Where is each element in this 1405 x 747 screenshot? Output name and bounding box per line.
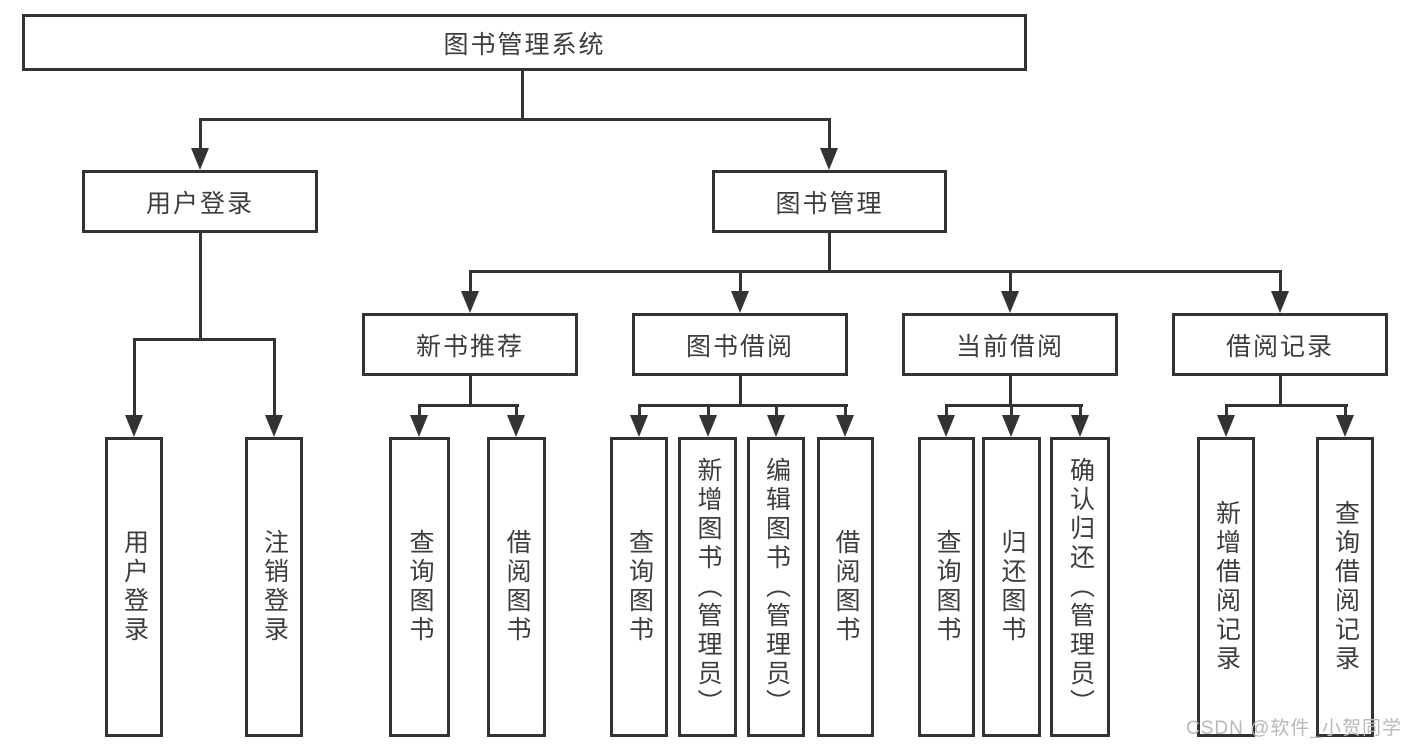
connector-line	[1225, 404, 1228, 418]
node-book-borrow: 图书借阅	[632, 313, 848, 376]
connector-line	[521, 70, 524, 120]
connector-line	[199, 233, 202, 341]
connector-line	[1225, 404, 1348, 407]
connector-line	[515, 404, 518, 418]
csdn-watermark: CSDN @软件_小贺同学	[1186, 718, 1402, 739]
connector-line	[469, 270, 472, 294]
connector-line	[1079, 404, 1082, 418]
connector-line	[1009, 270, 1012, 294]
arrowhead-down-icon	[507, 415, 525, 437]
connector-line	[828, 118, 831, 150]
connector-line	[418, 404, 519, 407]
connector-line	[739, 270, 742, 294]
connector-line	[638, 404, 848, 407]
connector-line	[1344, 404, 1347, 418]
arrowhead-down-icon	[630, 415, 648, 437]
arrowhead-down-icon	[1217, 415, 1235, 437]
connector-line	[945, 404, 948, 418]
node-bb-add-book: 新增图书（管理员）	[678, 437, 737, 737]
connector-line	[273, 338, 276, 417]
arrowhead-down-icon	[820, 148, 838, 170]
node-current-borrow: 当前借阅	[902, 313, 1118, 376]
arrowhead-down-icon	[836, 415, 854, 437]
node-cb-return-book: 归还图书	[982, 437, 1041, 737]
node-nb-query-book: 查询图书	[389, 437, 450, 737]
node-leaf-logout: 注销登录	[245, 437, 303, 737]
node-root: 图书管理系统	[22, 14, 1027, 71]
connector-line	[638, 404, 641, 418]
node-br-add-record: 新增借阅记录	[1197, 437, 1255, 737]
connector-line	[199, 118, 831, 121]
connector-line	[828, 233, 831, 273]
arrowhead-down-icon	[265, 415, 283, 437]
node-borrow-record: 借阅记录	[1172, 313, 1388, 376]
connector-line	[1010, 404, 1013, 418]
arrowhead-down-icon	[699, 415, 717, 437]
connector-line	[133, 338, 136, 417]
arrowhead-down-icon	[410, 415, 428, 437]
node-new-book-rec: 新书推荐	[362, 313, 578, 376]
arrowhead-down-icon	[767, 415, 785, 437]
node-br-query-record: 查询借阅记录	[1316, 437, 1374, 737]
connector-line	[1279, 270, 1282, 294]
arrowhead-down-icon	[191, 148, 209, 170]
connector-line	[1009, 376, 1012, 407]
arrowhead-down-icon	[1271, 291, 1289, 313]
connector-line	[133, 338, 276, 341]
connector-line	[469, 270, 1282, 273]
arrowhead-down-icon	[937, 415, 955, 437]
connector-line	[199, 118, 202, 150]
arrowhead-down-icon	[1002, 415, 1020, 437]
connector-line	[945, 404, 1083, 407]
connector-line	[775, 404, 778, 418]
node-book-mgmt: 图书管理	[712, 170, 947, 233]
node-bb-query-book: 查询图书	[610, 437, 668, 737]
connector-line	[469, 376, 472, 407]
arrowhead-down-icon	[125, 415, 143, 437]
connector-line	[1279, 376, 1282, 407]
arrowhead-down-icon	[1071, 415, 1089, 437]
node-cb-query-book: 查询图书	[918, 437, 975, 737]
arrowhead-down-icon	[1336, 415, 1354, 437]
connector-line	[844, 404, 847, 418]
arrowhead-down-icon	[1001, 291, 1019, 313]
node-nb-borrow-book: 借阅图书	[487, 437, 546, 737]
node-cb-confirm-return: 确认归还（管理员）	[1050, 437, 1110, 737]
connector-line	[739, 376, 742, 407]
node-bb-edit-book: 编辑图书（管理员）	[747, 437, 805, 737]
node-bb-borrow-book: 借阅图书	[817, 437, 874, 737]
arrowhead-down-icon	[731, 291, 749, 313]
connector-line	[418, 404, 421, 418]
arrowhead-down-icon	[461, 291, 479, 313]
node-leaf-user-login: 用户登录	[105, 437, 163, 737]
node-user-login: 用户登录	[82, 170, 318, 233]
connector-line	[707, 404, 710, 418]
